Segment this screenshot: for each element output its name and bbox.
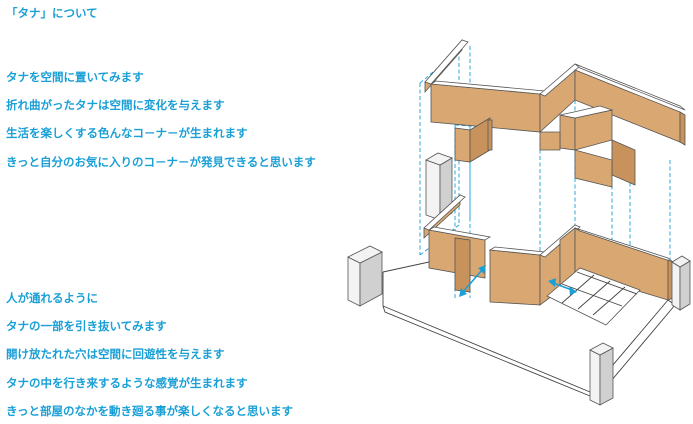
text-line: 折れ曲がったタナは空間に変化を与えます (6, 98, 225, 112)
text-line: 人が通れるように (6, 291, 98, 305)
left-tall-box (425, 152, 453, 221)
text-line: 開け放たれた穴は空間に回遊性を与えます (6, 347, 225, 361)
lower-shelf (423, 194, 674, 326)
text-line: タナの中を行き来するような感覚が生まれます (6, 376, 248, 390)
text-line: タナの一部を引き抜いてみます (6, 319, 167, 333)
page-title: 「タナ」について (6, 6, 98, 20)
pillar-bottom (589, 342, 614, 406)
text-line: 生活を楽しくする色んなコ－ナ－が生まれます (6, 126, 248, 140)
text-line: タナを空間に置いてみます (6, 70, 144, 84)
text-line: きっと部屋のなかを動き廻る事が楽しくなると思います (6, 404, 294, 418)
pillar-left (347, 245, 383, 307)
passage-arrow-left (459, 265, 486, 297)
pillar-right (671, 255, 691, 311)
text-line: きっと自分のお気に入りのコ－ナ－が発見できると思います (6, 155, 316, 169)
upper-shelf (424, 38, 686, 188)
passage-arrow-right (548, 278, 577, 295)
